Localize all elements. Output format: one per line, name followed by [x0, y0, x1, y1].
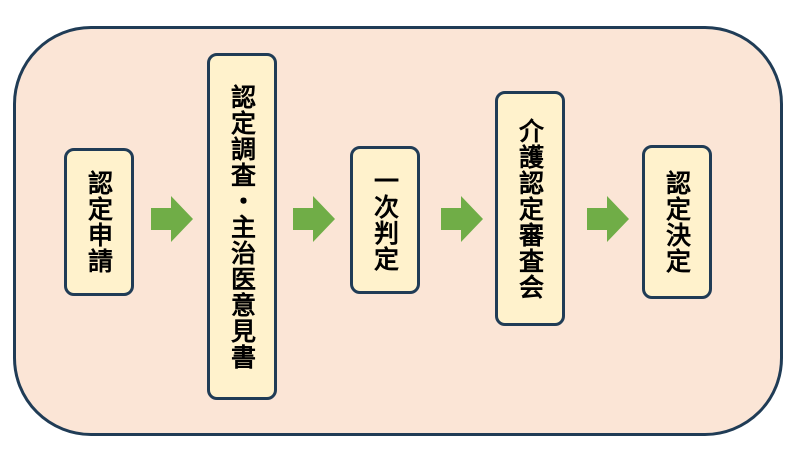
- step-application: 認定申請: [64, 148, 134, 296]
- step-label: 認定調査・主治医意見書: [227, 83, 257, 370]
- step-decision: 認定決定: [642, 145, 712, 299]
- arrow-right-icon: [293, 196, 335, 242]
- step-review-board: 介護認定審査会: [495, 91, 565, 326]
- step-label: 介護認定審査会: [515, 117, 545, 300]
- step-primary-judgment: 一次判定: [350, 146, 420, 294]
- step-label: 認定決定: [662, 170, 692, 274]
- step-label: 認定申請: [84, 170, 114, 274]
- arrow-right-icon: [441, 196, 483, 242]
- step-label: 一次判定: [370, 168, 400, 272]
- arrow-right-icon: [587, 196, 629, 242]
- arrow-right-icon: [151, 196, 193, 242]
- step-investigation-opinion: 認定調査・主治医意見書: [207, 53, 277, 400]
